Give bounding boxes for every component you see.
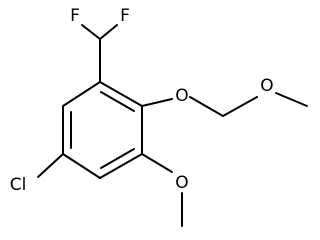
benzene-ring: [62, 81, 143, 179]
fluorine-left-label: F: [70, 6, 80, 26]
fluorine-right-label: F: [120, 6, 130, 26]
ether-oxygen-label: O: [175, 86, 188, 106]
ring-bond-top-right: [99, 81, 143, 107]
bond-methoxymethyl-oxygen-to-methyl: [275, 92, 308, 107]
ring-bond-bottom-right: [99, 153, 143, 179]
bond-ring-to-chlorine: [37, 153, 64, 178]
substituent-bonds: [37, 24, 308, 227]
ring-bond-bottom-left: [62, 153, 101, 179]
chlorine-label: Cl: [10, 175, 27, 195]
bond-chf2-to-f-left: [81, 24, 101, 40]
methoxymethyl-oxygen-label: O: [260, 76, 273, 96]
methoxy-oxygen-label: O: [175, 173, 188, 193]
bond-ch2-to-methoxymethyl-oxygen: [222, 96, 258, 117]
ring-double-bond-top: [100, 91, 135, 112]
bond-ether-oxygen-to-ch2: [189, 96, 224, 117]
ring-double-bond-bottom: [100, 148, 135, 169]
bond-ring-to-ether-oxygen: [141, 98, 173, 107]
bond-ring-to-methoxy-oxygen: [141, 153, 173, 173]
ring-bond-top-left: [62, 81, 101, 107]
bond-chf2-to-f-right: [99, 24, 118, 40]
atom-labels: F F O O O Cl: [10, 6, 274, 195]
